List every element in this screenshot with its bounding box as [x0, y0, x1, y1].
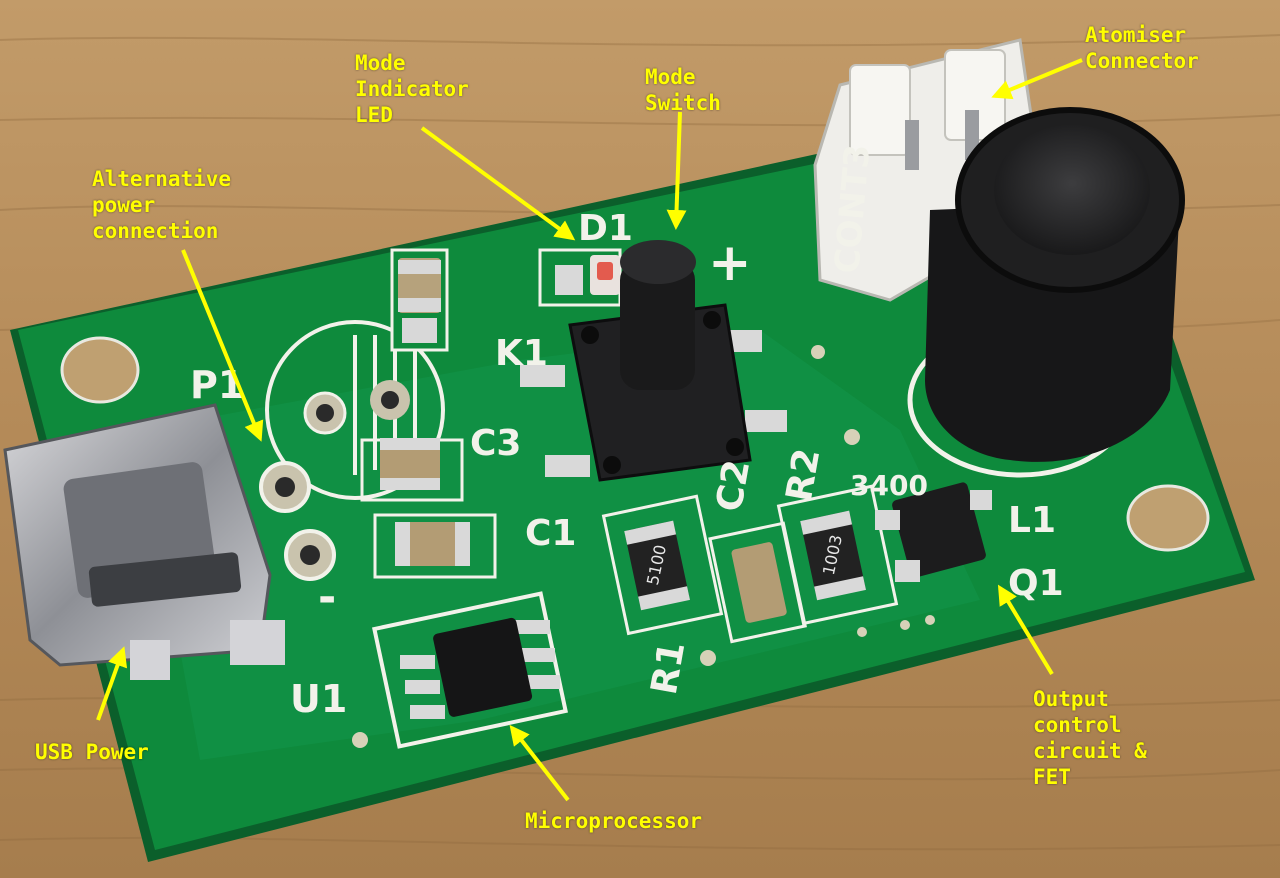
silk-l1: L1: [1008, 500, 1056, 541]
arrow-mode-indicator-led: [420, 126, 576, 241]
silk-u1: U1: [290, 677, 347, 721]
silk-minus: -: [318, 572, 336, 623]
label-atomiser-connector: Atomiser Connector: [1085, 23, 1199, 73]
silk-c2: C2: [709, 457, 758, 515]
pcb-vias: [352, 345, 935, 748]
mounting-hole-left: [60, 336, 140, 404]
silk-q1: Q1: [1008, 563, 1064, 604]
silkscreen-circle: [265, 320, 445, 500]
resistor-r1: 5100: [601, 494, 724, 636]
mode-indicator-led: [538, 248, 622, 307]
label-usb-power: USB Power: [35, 740, 149, 764]
silk-p1: P1: [190, 363, 244, 407]
silk-3400: 3400: [850, 469, 928, 502]
annotation-arrows: [96, 58, 1083, 802]
capacitor-c3: [360, 438, 464, 502]
silk-r1: R1: [644, 639, 694, 698]
label-output-control: Output control circuit & FET: [1033, 687, 1147, 789]
micro-usb-connector: [3, 403, 285, 680]
through-hole-pads: [259, 380, 410, 581]
arrow-alternative-power: [181, 249, 264, 442]
silk-plus: +: [708, 233, 752, 293]
label-mode-switch: Mode Switch: [645, 65, 721, 115]
arrow-atomiser-connector: [991, 58, 1083, 100]
ceramic-capacitor-top: [390, 248, 449, 352]
label-mode-indicator-led: Mode Indicator LED: [355, 51, 469, 127]
resistor-r2: 1003: [776, 484, 899, 626]
arrow-usb-power: [96, 646, 128, 721]
arrow-output-control: [997, 584, 1054, 676]
microprocessor-u1: [372, 591, 568, 749]
label-microprocessor: Microprocessor: [525, 809, 703, 833]
inductor-l1: [907, 107, 1185, 478]
arrow-mode-switch: [666, 111, 687, 230]
fet-q1: [875, 482, 992, 582]
silk-c1: C1: [525, 513, 576, 554]
label-alternative-power: Alternative power connection: [92, 167, 232, 243]
silk-d1: D1: [578, 208, 633, 249]
silk-r2: R2: [779, 446, 829, 505]
silkscreen-labels: D1 + K1 CONT3 P1 C3 C1 C2 R2 R1 3400 L1 …: [190, 143, 1064, 721]
capacitor-c1: [373, 513, 497, 579]
mode-switch-button: [520, 240, 787, 482]
silk-k1: K1: [495, 333, 548, 374]
capacitor-c2: [708, 521, 807, 644]
silk-c3: C3: [470, 423, 521, 464]
mounting-hole-right: [1126, 484, 1210, 552]
arrow-microprocessor: [509, 724, 570, 802]
